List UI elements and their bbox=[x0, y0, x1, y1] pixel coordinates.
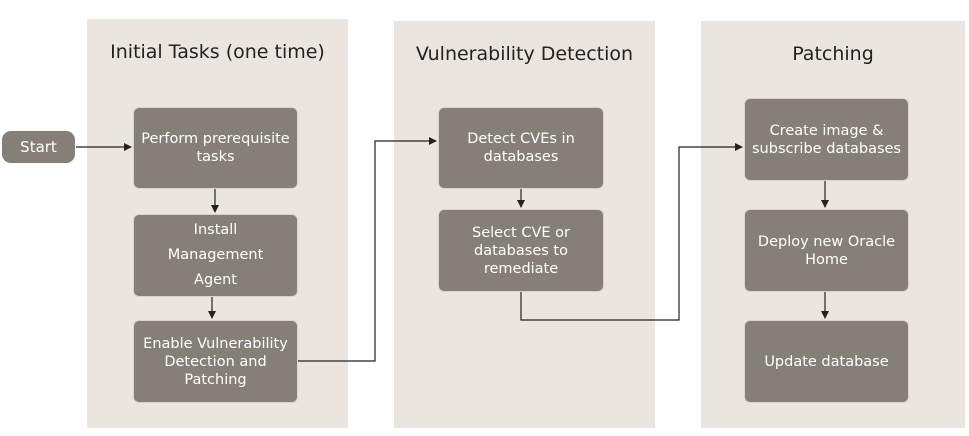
step-line: Detect CVEs in bbox=[467, 131, 575, 147]
start-label: Start bbox=[20, 138, 57, 156]
step-perform-prerequisite-tasks: Perform prerequisite tasks bbox=[133, 107, 298, 189]
lane-title-patching: Patching bbox=[792, 43, 874, 65]
step-line: Create image & bbox=[769, 122, 884, 139]
step-line: subscribe databases bbox=[752, 140, 901, 157]
step-line: Home bbox=[805, 251, 848, 268]
step-line: remediate bbox=[483, 260, 559, 277]
step-line: Perform prerequisite bbox=[141, 131, 290, 147]
start-node: Start bbox=[2, 131, 75, 163]
step-install-management-agent: Install Management Agent bbox=[133, 214, 298, 297]
step-line: databases bbox=[483, 149, 559, 165]
step-line: Install bbox=[193, 222, 238, 238]
step-line: Update database bbox=[764, 353, 889, 370]
lane-vulnerability-detection: Vulnerability Detection bbox=[394, 21, 655, 428]
step-line: Management bbox=[167, 247, 264, 263]
step-create-image-subscribe: Create image & subscribe databases bbox=[744, 98, 909, 181]
step-line: Patching bbox=[184, 371, 247, 388]
step-update-database: Update database bbox=[744, 320, 909, 403]
step-line: Deploy new Oracle bbox=[757, 233, 896, 250]
step-line: tasks bbox=[196, 149, 235, 165]
step-line: Enable Vulnerability bbox=[143, 335, 288, 352]
step-line: Agent bbox=[194, 272, 237, 288]
step-line: databases to bbox=[474, 242, 568, 259]
arrow-select-to-create-image bbox=[520, 143, 743, 321]
step-line: Detection and bbox=[164, 353, 267, 370]
step-enable-vulnerability-detection: Enable Vulnerability Detection and Patch… bbox=[133, 320, 298, 403]
step-detect-cves: Detect CVEs in databases bbox=[438, 107, 604, 189]
arrow-enable-to-detect bbox=[298, 137, 437, 362]
lane-title-initial-tasks: Initial Tasks (one time) bbox=[110, 41, 325, 63]
step-deploy-oracle-home: Deploy new Oracle Home bbox=[744, 209, 909, 292]
step-select-cve-or-databases: Select CVE or databases to remediate bbox=[438, 209, 604, 292]
step-line: Select CVE or bbox=[472, 224, 570, 241]
lane-title-vulnerability-detection: Vulnerability Detection bbox=[415, 43, 634, 65]
